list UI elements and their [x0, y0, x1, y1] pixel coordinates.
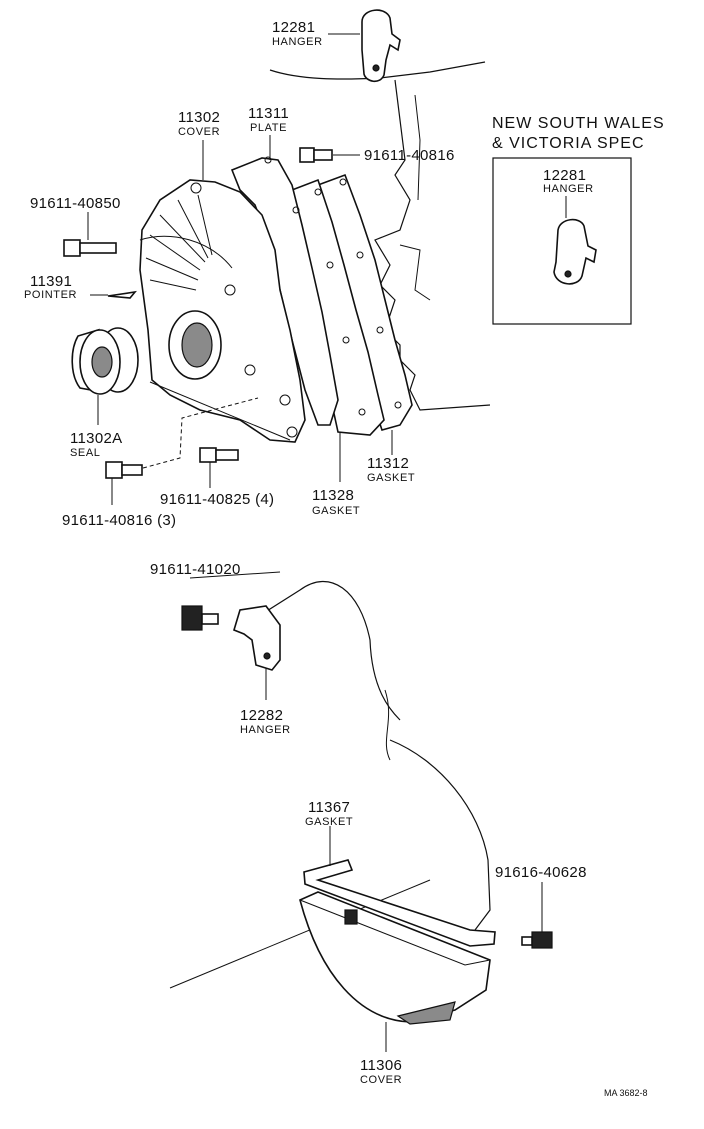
label-cover-11306-name: COVER	[360, 1074, 402, 1086]
label-pointer-name: POINTER	[24, 289, 77, 301]
label-pointer-number: 11391	[30, 273, 72, 290]
label-bolt-40628-number: 91616-40628	[495, 864, 587, 881]
label-gasket-11312-name: GASKET	[367, 472, 415, 484]
seal-11302a-part	[71, 327, 139, 395]
label-plate-11311-name: PLATE	[250, 122, 287, 134]
label-seal-name: SEAL	[70, 447, 101, 459]
label-gasket-11367-number: 11367	[308, 799, 350, 816]
pointer-11391-part	[107, 290, 137, 299]
footer-code: MA 3682-8	[604, 1088, 648, 1098]
dashed-line-bolt-to-cover	[142, 397, 259, 469]
gasket-11367-part	[303, 859, 496, 947]
label-gasket-11328-number: 11328	[312, 487, 354, 504]
hanger-12282-part	[233, 605, 281, 671]
cover-11306-part	[299, 891, 491, 1025]
label-cover-11302-name: COVER	[178, 126, 220, 138]
engine-block-outline-lower	[169, 580, 491, 989]
label-gasket-11312-number: 11312	[367, 455, 409, 472]
hanger-12281-part	[361, 9, 401, 83]
inset-box	[492, 157, 632, 325]
bolt-40628-part	[521, 931, 553, 949]
inset-title-line2: & VICTORIA SPEC	[492, 135, 645, 152]
label-bolt-40825-number: 91611-40825 (4)	[160, 491, 274, 508]
label-hanger-12282-name: HANGER	[240, 724, 291, 736]
inset-part-number: 12281	[543, 167, 586, 184]
label-hanger-top-number: 12281	[272, 19, 315, 36]
label-hanger-top-name: HANGER	[272, 36, 323, 48]
bolt-41020-part	[181, 605, 219, 631]
label-plate-11311-number: 11311	[248, 105, 289, 122]
label-seal-number: 11302A	[70, 430, 122, 447]
label-hanger-12282-number: 12282	[240, 707, 283, 724]
label-cover-11306-number: 11306	[360, 1057, 402, 1074]
inset-part-name: HANGER	[543, 183, 594, 195]
bolt-40825-part	[199, 447, 239, 463]
label-bolt-top-number: 91611-40816	[364, 147, 455, 164]
bolt-40850-part	[63, 239, 117, 257]
leader-bolt-41020	[189, 571, 281, 579]
bolt-40816-top-part	[299, 147, 333, 163]
label-bolt-41020-number: 91611-41020	[150, 561, 241, 578]
label-bolt-40850-number: 91611-40850	[30, 195, 121, 212]
label-gasket-11367-name: GASKET	[305, 816, 353, 828]
cover-ribs	[145, 194, 213, 291]
bolt-40816-3-part	[105, 461, 143, 479]
label-cover-11302-number: 11302	[178, 109, 220, 126]
inset-title-line1: NEW SOUTH WALES	[492, 115, 665, 132]
label-gasket-11328-name: GASKET	[312, 505, 360, 517]
cover-11302-part	[139, 179, 306, 443]
inset-frame	[492, 157, 632, 325]
label-bolt-40816-3-number: 91611-40816 (3)	[62, 512, 176, 529]
